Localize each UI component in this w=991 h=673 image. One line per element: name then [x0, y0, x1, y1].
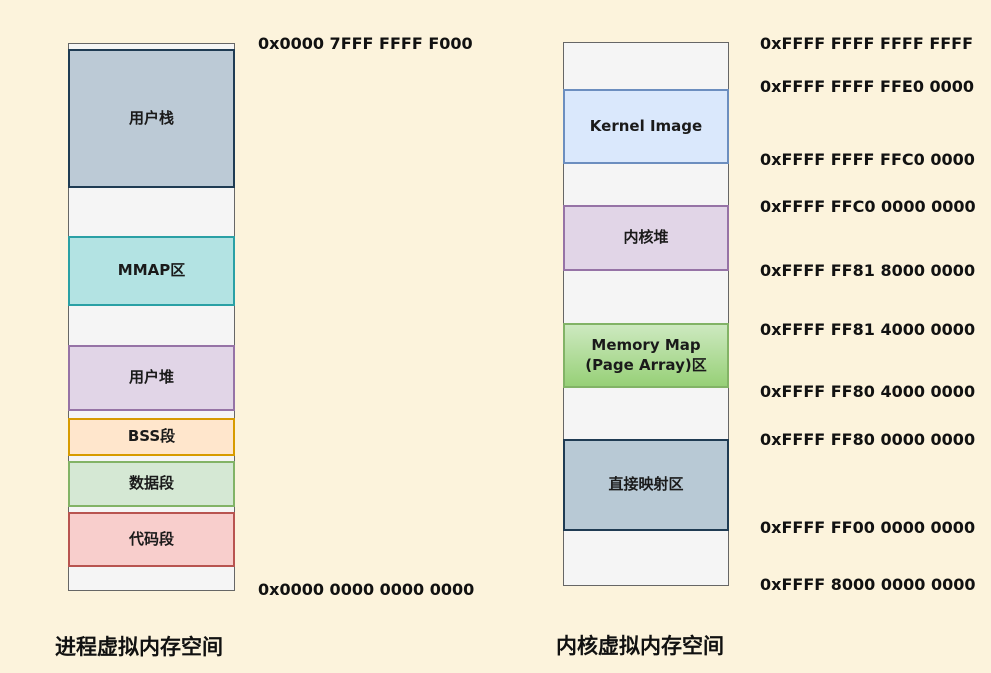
kernel-space-title: 内核虚拟内存空间	[556, 634, 724, 658]
address-label-process-bottom: 0x0000 0000 0000 0000	[258, 580, 475, 599]
kernel-memory-column: Kernel Image 内核堆 Memory Map (Page Array)…	[563, 42, 729, 586]
address-label-kernel-0: 0xFFFF FFFF FFFF FFFF	[760, 34, 974, 53]
segment-kernel-image: Kernel Image	[563, 89, 729, 164]
segment-bss-label: BSS段	[127, 427, 176, 446]
segment-code: 代码段	[68, 512, 235, 567]
address-label-kernel-8: 0xFFFF FF00 0000 0000	[760, 518, 976, 537]
address-label-kernel-9: 0xFFFF 8000 0000 0000	[760, 575, 976, 594]
segment-code-label: 代码段	[128, 529, 174, 548]
segment-user-heap: 用户堆	[68, 345, 235, 411]
segment-user-heap-label: 用户堆	[128, 368, 174, 387]
address-label-kernel-6: 0xFFFF FF80 4000 0000	[760, 382, 976, 401]
address-label-process-top: 0x0000 7FFF FFFF F000	[258, 34, 473, 53]
segment-data-label: 数据段	[128, 474, 174, 493]
address-label-kernel-5: 0xFFFF FF81 4000 0000	[760, 320, 976, 339]
segment-mmap-area: MMAP区	[68, 236, 235, 306]
segment-data: 数据段	[68, 461, 235, 507]
segment-direct-mapping: 直接映射区	[563, 439, 729, 531]
segment-memory-map-label-line1: Memory Map	[591, 336, 701, 354]
segment-mmap-area-label: MMAP区	[117, 261, 186, 280]
segment-kernel-image-label: Kernel Image	[589, 116, 703, 135]
segment-user-stack: 用户栈	[68, 49, 235, 188]
segment-direct-mapping-label: 直接映射区	[608, 475, 684, 494]
address-label-kernel-3: 0xFFFF FFC0 0000 0000	[760, 197, 976, 216]
address-label-kernel-1: 0xFFFF FFFF FFE0 0000	[760, 77, 975, 96]
segment-kernel-heap-label: 内核堆	[623, 228, 669, 247]
process-memory-column: 用户栈 MMAP区 用户堆 BSS段 数据段 代码段	[68, 43, 235, 591]
segment-bss: BSS段	[68, 418, 235, 456]
segment-memory-map-label-line2: (Page Array)区	[585, 355, 707, 374]
address-label-kernel-2: 0xFFFF FFFF FFC0 0000	[760, 150, 975, 169]
segment-user-stack-label: 用户栈	[128, 108, 174, 127]
address-label-kernel-7: 0xFFFF FF80 0000 0000	[760, 430, 976, 449]
segment-memory-map-page-array: Memory Map (Page Array)区	[563, 323, 729, 388]
segment-kernel-heap: 内核堆	[563, 205, 729, 271]
process-space-title: 进程虚拟内存空间	[55, 635, 223, 659]
address-label-kernel-4: 0xFFFF FF81 8000 0000	[760, 261, 976, 280]
